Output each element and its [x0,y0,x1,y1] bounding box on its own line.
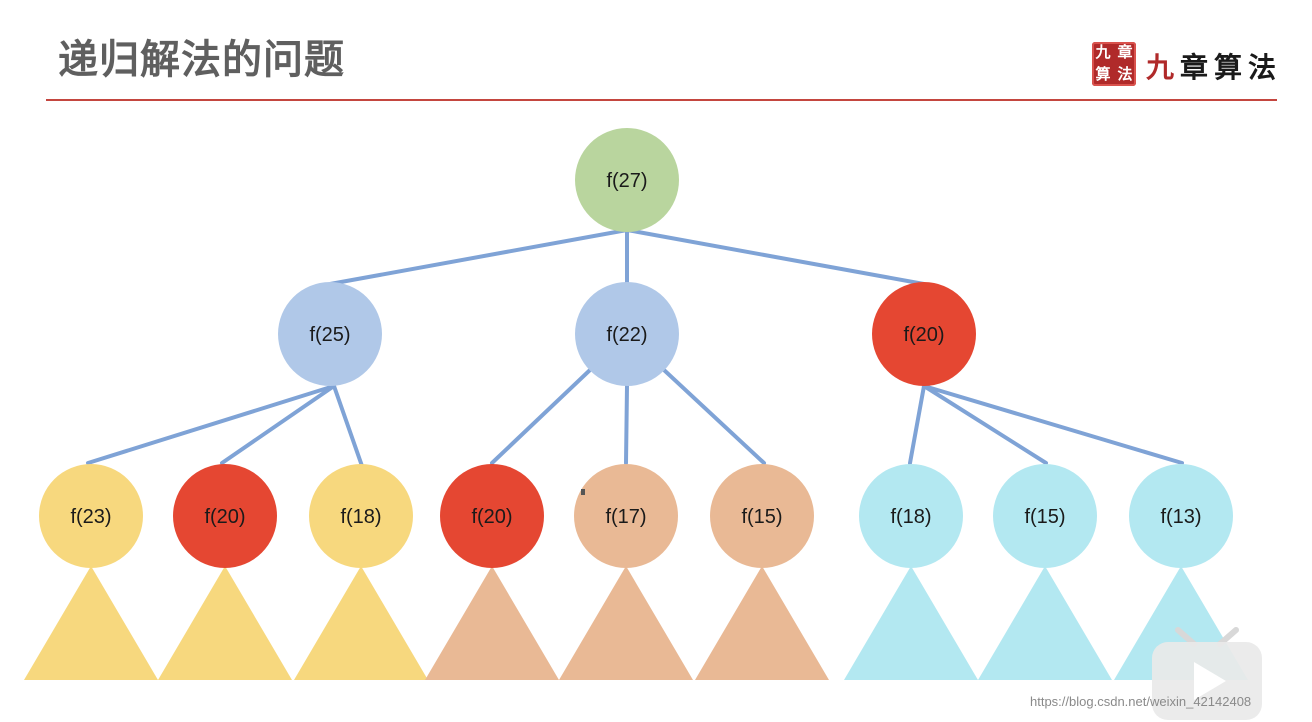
subtree-triangle [425,566,559,680]
edge-level1-to-level2 [86,384,336,465]
edge-level1-to-level2 [332,384,364,468]
node-level1-circle [278,282,382,386]
edge-level1-to-level2 [624,384,629,465]
logo-text: 九章算法 [1146,46,1282,86]
edge-level1-to-level2 [922,384,1048,465]
subtree-triangle [695,566,829,680]
node-root: f(27) [575,128,679,232]
node-level2: f(15) [993,464,1097,568]
node-level1-label: f(22) [606,324,647,346]
node-level1: f(20) [872,282,976,386]
node-level2-circle [993,464,1097,568]
node-level2-label: f(17) [605,506,646,528]
edge-level1-to-level2 [908,384,926,465]
node-level2: f(18) [309,464,413,568]
title-divider [46,99,1277,101]
node-level2-circle [39,464,143,568]
subtree-triangle [559,566,693,680]
node-level2-circle [574,464,678,568]
logo-seal-icon: 九 章 算 法 [1092,42,1136,86]
node-level2-label: f(15) [1024,506,1065,528]
edge-level1-to-level2 [220,384,336,465]
logo-text-rest: 章算法 [1180,51,1283,84]
node-level2-circle [859,464,963,568]
node-level2-label: f(18) [890,506,931,528]
logo-seal-char: 章 [1117,43,1133,61]
source-watermark: https://blog.csdn.net/weixin_42142408 [1030,694,1252,709]
node-level2: f(15) [710,464,814,568]
edge-root-to-f20 [625,228,926,286]
subtree-triangle [24,566,158,680]
edge-level1-to-level2 [490,368,592,465]
slide-title: 递归解法的问题 [58,37,345,83]
node-level2-label: f(20) [471,506,512,528]
node-level2: f(20) [440,464,544,568]
node-level2-circle [173,464,277,568]
subtree-triangle [978,566,1112,680]
node-level2: f(23) [39,464,143,568]
node-level2-circle [1129,464,1233,568]
logo-seal-char: 算 [1095,65,1111,83]
mouse-cursor-icon [581,489,585,495]
node-level2: f(13) [1129,464,1233,568]
node-level1-label: f(25) [309,324,350,346]
node-level2: f(20) [173,464,277,568]
subtree-triangle [158,566,292,680]
node-level1: f(22) [575,282,679,386]
node-root-circle [575,128,679,232]
subtree-triangles [24,566,1248,680]
subtree-triangle [294,566,428,680]
node-root-label: f(27) [606,170,647,192]
edge-level1-to-level2 [662,368,766,465]
node-level2-label: f(20) [204,506,245,528]
subtree-triangle [844,566,978,680]
edge-root-to-f25 [328,228,629,286]
node-level2-label: f(18) [340,506,381,528]
video-play-icon[interactable] [1148,622,1266,722]
tree-nodes: f(27) f(25) f(22) f(20) f(23) f(20) f(18) f(20)… [39,128,1233,568]
logo-seal-char: 法 [1117,65,1133,83]
node-level1-circle [575,282,679,386]
node-level2-circle [309,464,413,568]
node-level2-circle [710,464,814,568]
node-level2: f(17) [574,464,678,568]
tree-edges [86,228,1184,468]
node-level2-label: f(15) [741,506,782,528]
logo-text-accent: 九 [1146,51,1181,84]
node-level1-label: f(20) [903,324,944,346]
node-level2-label: f(13) [1160,506,1201,528]
node-level2-circle [440,464,544,568]
node-level2-label: f(23) [70,506,111,528]
node-level1: f(25) [278,282,382,386]
node-level1-circle [872,282,976,386]
edge-level1-to-level2 [922,384,1184,465]
node-level2: f(18) [859,464,963,568]
logo-seal-char: 九 [1095,43,1111,61]
